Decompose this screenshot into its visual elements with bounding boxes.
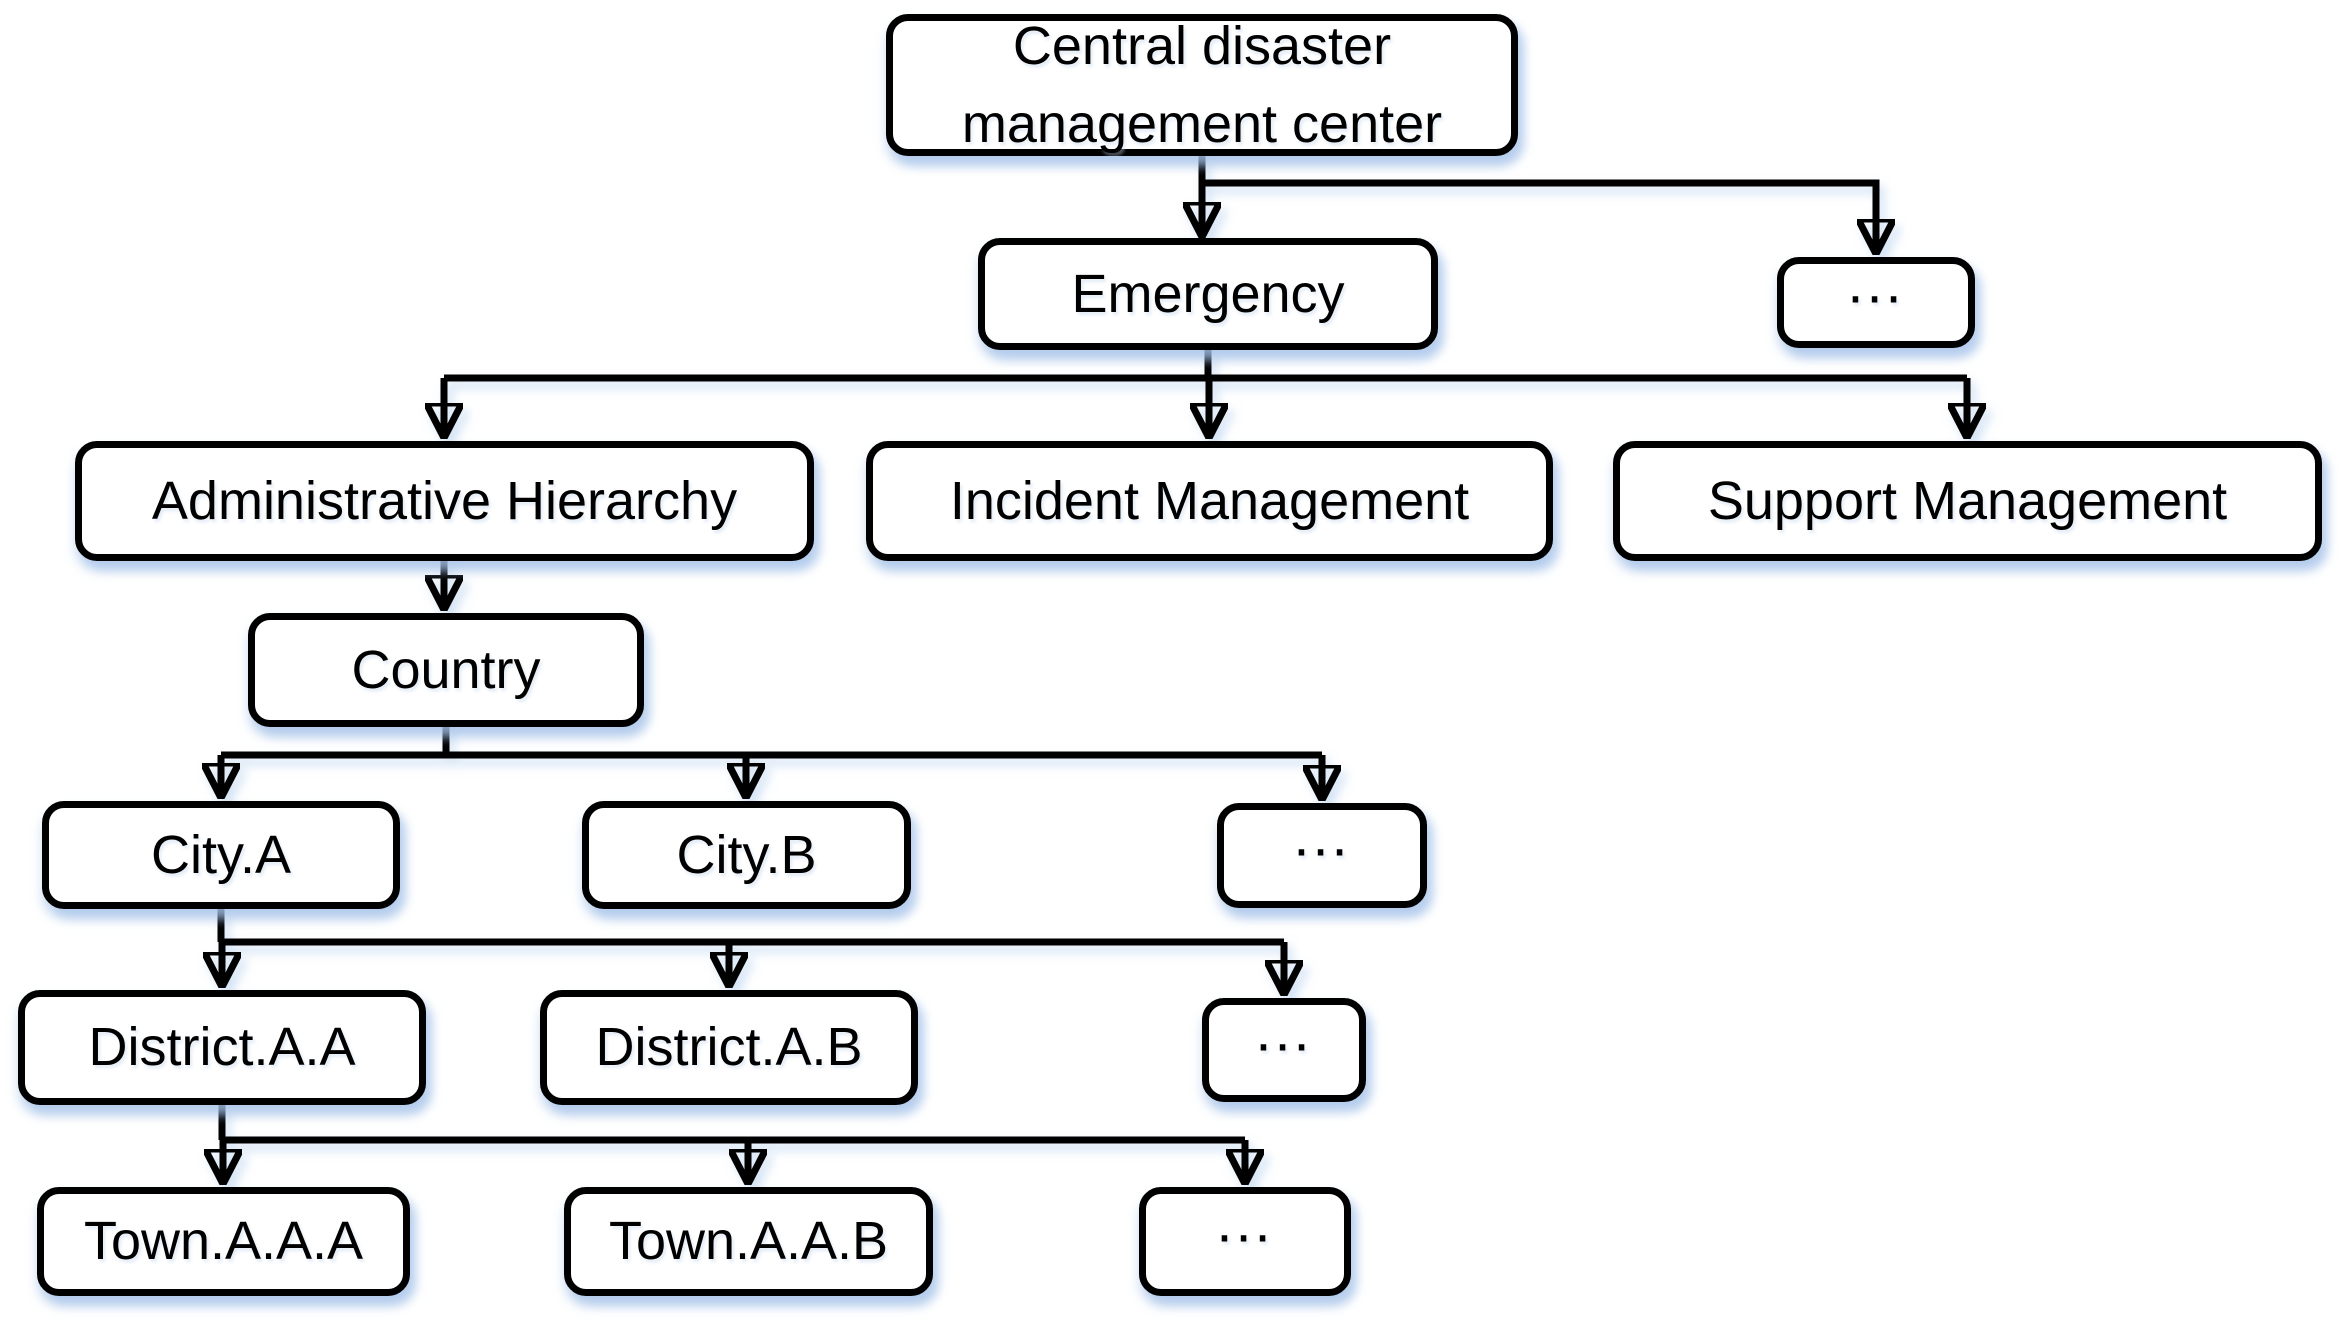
node-label: Emergency [1071, 263, 1345, 324]
node-city-b: City.B [582, 801, 911, 909]
node-more-districts: ... [1202, 998, 1366, 1102]
node-more-towns: ... [1139, 1187, 1351, 1296]
node-label: ... [1255, 998, 1313, 1064]
node-incident-management: Incident Management [866, 441, 1553, 561]
node-town-aaa: Town.A.A.A [37, 1187, 410, 1296]
node-country: Country [248, 613, 644, 727]
node-label: Administrative Hierarchy [151, 470, 738, 531]
node-label: City.B [676, 824, 817, 885]
edge-central-more-top [1202, 179, 1876, 253]
node-label: Town.A.A.B [608, 1211, 889, 1272]
node-district-aa: District.A.A [18, 990, 426, 1105]
node-label: ... [1293, 803, 1351, 869]
node-label: ... [1216, 1189, 1274, 1255]
node-label: District.A.A [88, 1017, 356, 1078]
node-more-cities: ... [1217, 803, 1427, 908]
node-label: District.A.B [595, 1017, 863, 1078]
node-label: Incident Management [949, 470, 1470, 531]
node-administrative-hierarchy: Administrative Hierarchy [75, 441, 814, 561]
node-town-aab: Town.A.A.B [564, 1187, 933, 1296]
node-label: Support Management [1707, 470, 2228, 531]
node-label: ... [1847, 250, 1905, 316]
node-city-a: City.A [42, 801, 400, 909]
node-more-top: ... [1777, 251, 1975, 348]
node-label: Country [351, 639, 541, 700]
node-label: City.A [150, 824, 291, 885]
node-emergency: Emergency [978, 238, 1438, 350]
node-support-management: Support Management [1613, 441, 2322, 561]
node-central-disaster-management-center: Central disaster management center [886, 14, 1518, 156]
node-label: Town.A.A.A [83, 1211, 364, 1272]
node-label: Central disaster management center [961, 15, 1443, 154]
node-district-ab: District.A.B [540, 990, 918, 1105]
